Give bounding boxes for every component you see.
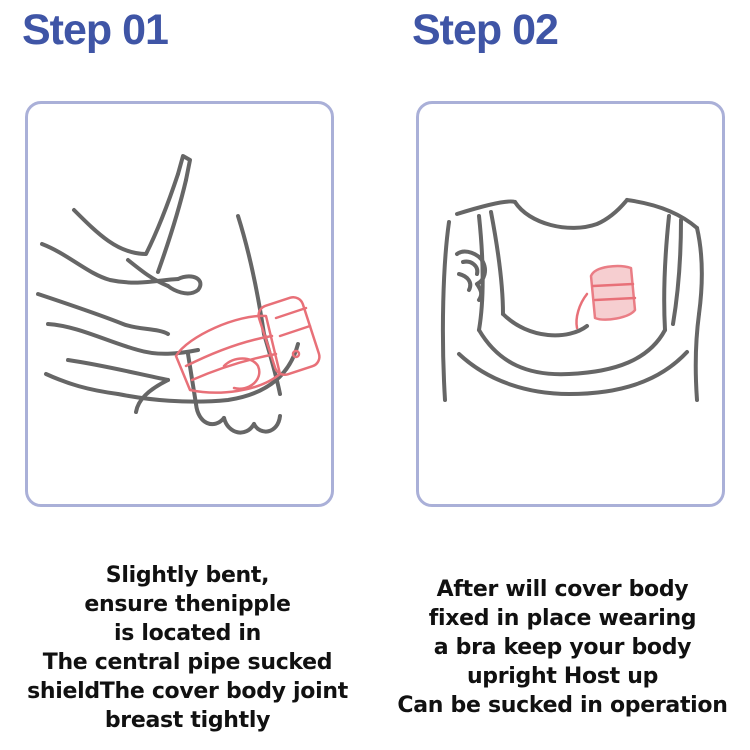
hands-attaching-pump-illustration [36,154,321,435]
caption-line: upright Host up [466,664,659,689]
step-02-title: Step 02 [412,6,559,54]
caption-line: breast tightly [104,708,271,733]
caption-line: Can be sucked in operation [397,693,728,718]
caption-line: ensure thenipple [84,592,291,617]
step-01-illustration-panel [25,101,334,507]
step-01-caption: Slightly bent, ensure thenipple is locat… [0,561,375,735]
step-02-illustration-panel [416,101,725,507]
caption-line: The central pipe sucked [42,650,333,675]
caption-line: fixed in place wearing [428,606,697,631]
caption-line: a bra keep your body [433,635,692,660]
caption-line: shieldThe cover body joint [27,679,348,704]
step-02-caption: After will cover body fixed in place wea… [375,575,750,720]
caption-line: Slightly bent, [105,563,270,588]
step-01-title: Step 01 [22,6,169,54]
caption-line: After will cover body [436,577,689,602]
caption-line: is located in [114,621,261,646]
wearing-pump-in-bra-illustration [440,198,704,402]
